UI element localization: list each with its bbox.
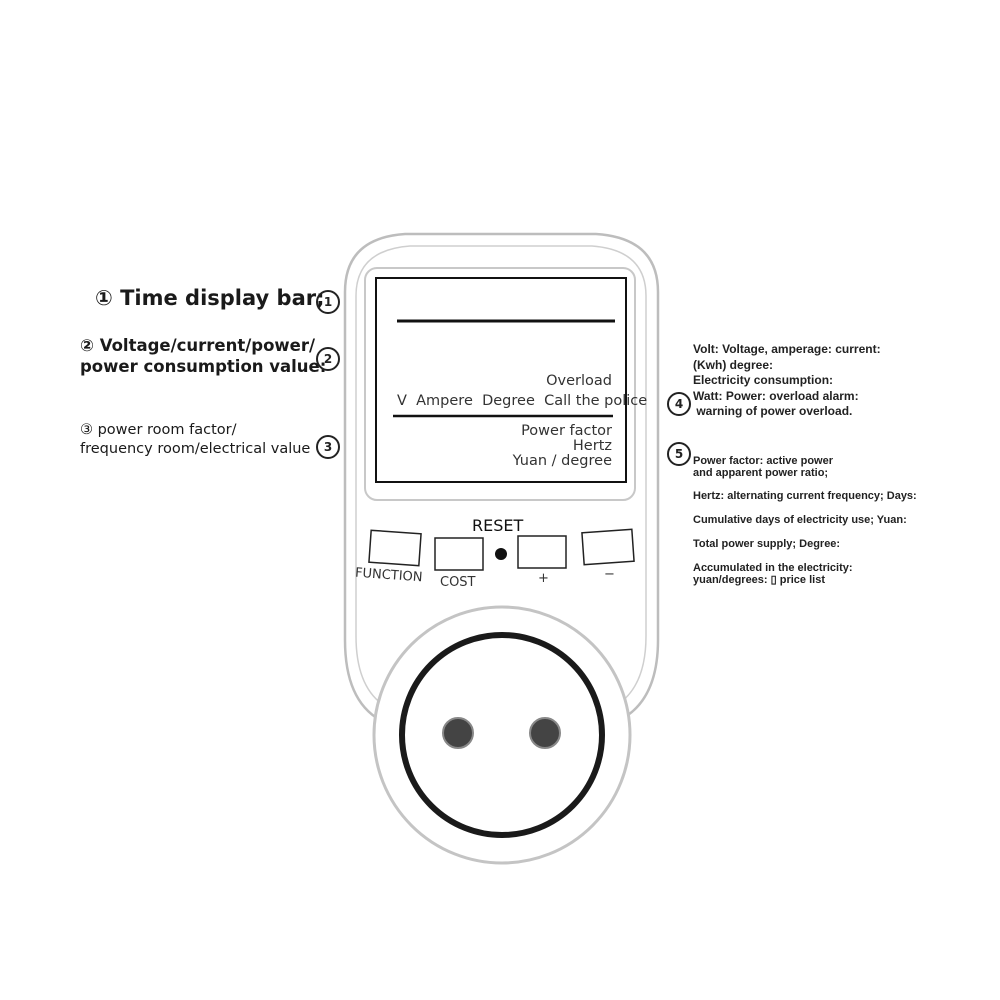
callout-badge-4: 4	[667, 392, 691, 416]
function-button	[368, 529, 422, 567]
desc5-line1: Power factor: active power	[693, 455, 833, 467]
lcd-yuan-degree-label: Yuan / degree	[512, 453, 612, 469]
minus-label: −	[604, 567, 615, 582]
label-power-factor-line1: ③ power room factor/	[80, 422, 237, 438]
reset-label: RESET	[472, 516, 524, 535]
minus-button	[581, 528, 635, 566]
label-time-display-bar: ① Time display bar;	[95, 286, 325, 310]
lcd-units-row: V Ampere Degree Call the police	[397, 393, 648, 409]
desc5-line5: Total power supply; Degree:	[693, 538, 841, 550]
plus-button	[517, 535, 567, 569]
desc4-line1: Volt: Voltage, amperage: current:	[693, 342, 881, 356]
cost-button	[434, 537, 484, 571]
label-voltage-current-power: ② Voltage/current/power/ power consumpti…	[80, 335, 326, 377]
description-block-5: Power factor: active power and apparent …	[693, 455, 833, 479]
desc5-line4: Cumulative days of electricity use; Yuan…	[693, 514, 907, 526]
socket-hole-right	[529, 717, 561, 749]
label-voltage-line2: power consumption value:	[80, 357, 327, 376]
lcd-screen	[375, 277, 627, 483]
desc5-line2: and apparent power ratio;	[693, 467, 829, 479]
plus-label: +	[538, 571, 549, 586]
label-voltage-line1: ② Voltage/current/power/	[80, 336, 316, 355]
desc4-line2: (Kwh) degree:	[693, 357, 774, 372]
socket-hole-left	[442, 717, 474, 749]
label-power-factor-frequency: ③ power room factor/ frequency room/elec…	[80, 421, 310, 459]
desc4-line3: Electricity consumption:	[693, 373, 834, 387]
desc5-block-end: Accumulated in the electricity: yuan/deg…	[693, 562, 853, 586]
cost-label: COST	[440, 575, 476, 590]
desc5-line6: Accumulated in the electricity:	[693, 562, 853, 574]
callout-badge-3: 3	[316, 435, 340, 459]
callout-badge-2: 2	[316, 347, 340, 371]
socket-inner-ring	[399, 632, 605, 838]
label-power-factor-line2: frequency room/electrical value	[80, 441, 311, 457]
lcd-power-factor-label: Power factor	[521, 423, 612, 439]
reset-button	[495, 548, 507, 560]
desc4-line5: warning of power overload.	[693, 404, 853, 418]
description-block-4: Volt: Voltage, amperage: current: (Kwh) …	[693, 342, 881, 420]
desc5-line7: yuan/degrees: ▯ price list	[693, 574, 825, 586]
callout-badge-5: 5	[667, 442, 691, 466]
lcd-overload-label: Overload	[546, 373, 612, 389]
desc4-line4: Watt: Power: overload alarm:	[693, 388, 859, 403]
desc5-line3: Hertz: alternating current frequency; Da…	[693, 490, 917, 502]
callout-badge-1: 1	[316, 290, 340, 314]
lcd-hertz-label: Hertz	[572, 438, 612, 454]
